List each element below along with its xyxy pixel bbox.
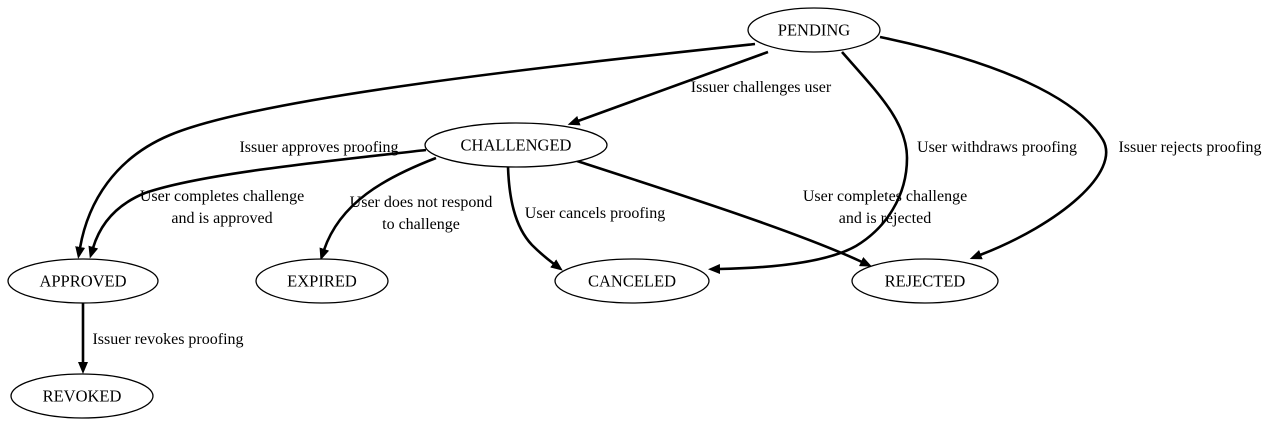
node-label-challenged: CHALLENGED [461, 136, 572, 155]
node-label-expired: EXPIRED [287, 272, 357, 291]
node-label-approved: APPROVED [39, 272, 126, 291]
edge-pending-to-canceled [708, 51, 909, 274]
edge-challenged-to-canceled [506, 166, 563, 271]
node-label-canceled: CANCELED [588, 272, 676, 291]
edge-label-pending-to-approved: Issuer approves proofing [239, 139, 398, 156]
state-node-rejected: REJECTED [851, 258, 999, 304]
node-label-rejected: REJECTED [885, 272, 966, 291]
edge-challenged-to-rejected [576, 159, 872, 267]
nodes-layer: PENDING CHALLENGED APPROVED EXPIRED CANCELED… [7, 7, 999, 419]
edge-pending-to-approved [75, 42, 756, 259]
state-node-canceled: CANCELED [554, 258, 710, 304]
edge-label-pending-to-challenged: Issuer challenges user [691, 79, 832, 96]
state-node-expired: EXPIRED [255, 258, 389, 304]
state-node-challenged: CHALLENGED [424, 122, 608, 168]
node-ellipse-rejected [851, 258, 999, 304]
edge-challenged-to-expired [319, 156, 437, 261]
edge-label-challenged-to-canceled: User cancels proofing [525, 205, 665, 222]
node-ellipse-expired [255, 258, 389, 304]
node-label-pending: PENDING [778, 21, 850, 40]
node-label-revoked: REVOKED [43, 387, 122, 406]
node-ellipse-canceled [554, 258, 710, 304]
edge-challenged-to-approved [88, 148, 427, 259]
edges-layer [75, 35, 1108, 374]
node-ellipse-pending [747, 7, 881, 53]
edge-label-pending-to-rejected: Issuer rejects proofing [1118, 139, 1261, 156]
edge-pending-to-rejected [879, 35, 1108, 260]
state-node-approved: APPROVED [7, 258, 159, 304]
state-node-revoked: REVOKED [10, 373, 154, 419]
edge-pending-to-challenged [567, 50, 769, 126]
edge-label-approved-to-revoked: Issuer revokes proofing [92, 331, 243, 348]
state-node-pending: PENDING [747, 7, 881, 53]
node-ellipse-approved [7, 258, 159, 304]
node-ellipse-challenged [424, 122, 608, 168]
node-ellipse-revoked [10, 373, 154, 419]
edge-label-pending-to-canceled: User withdraws proofing [917, 139, 1077, 156]
